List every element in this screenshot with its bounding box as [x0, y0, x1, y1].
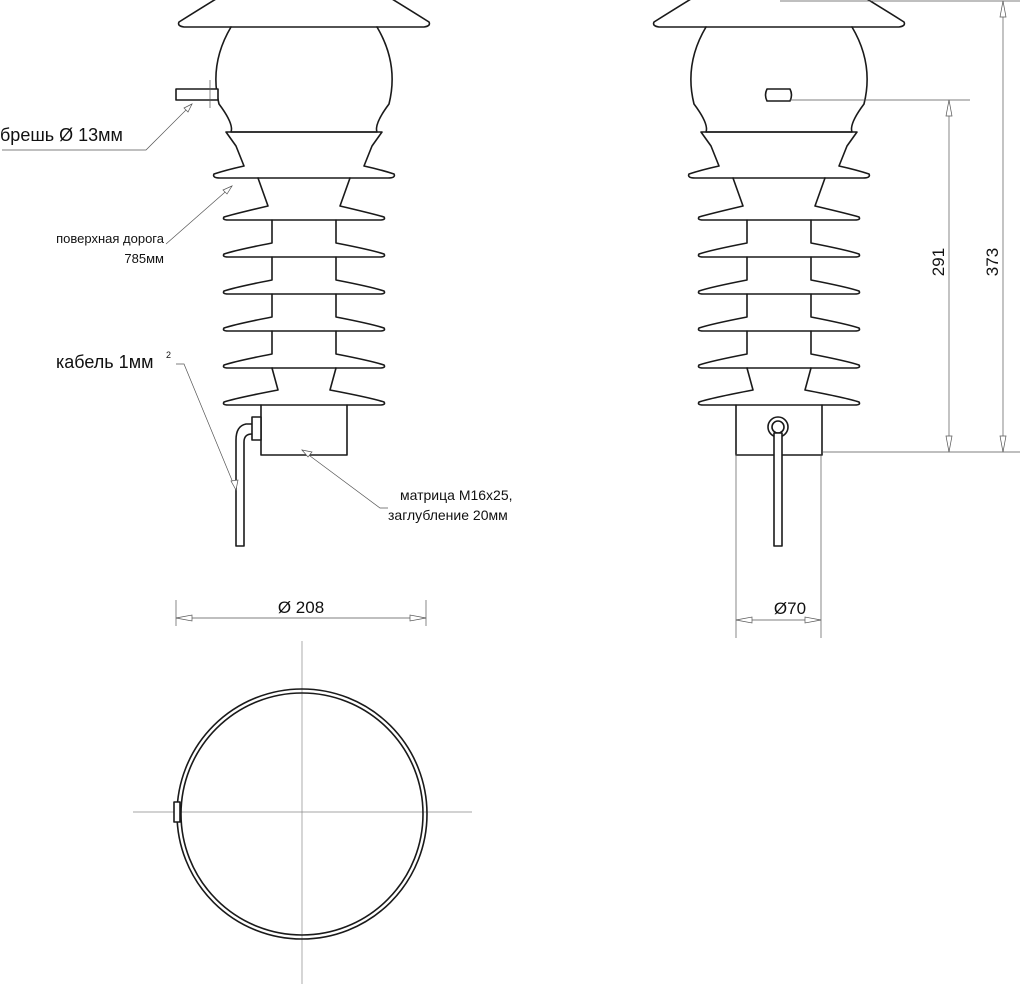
front-view-right — [652, 0, 906, 456]
cable-label-superscript: 2 — [166, 350, 171, 360]
creepage-label-line2: 785мм — [124, 251, 164, 266]
top-view-inner-circle — [180, 692, 424, 936]
hole-label: брешь Ø 13мм — [0, 125, 123, 145]
cable-terminal — [251, 416, 262, 441]
hole-peg — [175, 88, 219, 101]
dim-70: Ø70 — [774, 599, 806, 618]
matrix-label-line1: матрица М16х25, — [400, 487, 513, 503]
creepage-label-line1: поверхная дорога — [56, 231, 165, 246]
cable-entry-inner — [771, 420, 785, 434]
dim-208: Ø 208 — [278, 598, 324, 617]
dim-373: 373 — [983, 248, 1002, 276]
cable — [235, 423, 259, 547]
cable-label: кабель 1мм — [56, 352, 153, 372]
dim-291: 291 — [929, 248, 948, 276]
matrix-label-line2: заглубление 20мм — [388, 507, 508, 523]
side-view-left — [177, 0, 431, 456]
cable-front — [773, 432, 783, 547]
top-view-peg — [173, 801, 181, 823]
hole-slot — [764, 88, 793, 102]
